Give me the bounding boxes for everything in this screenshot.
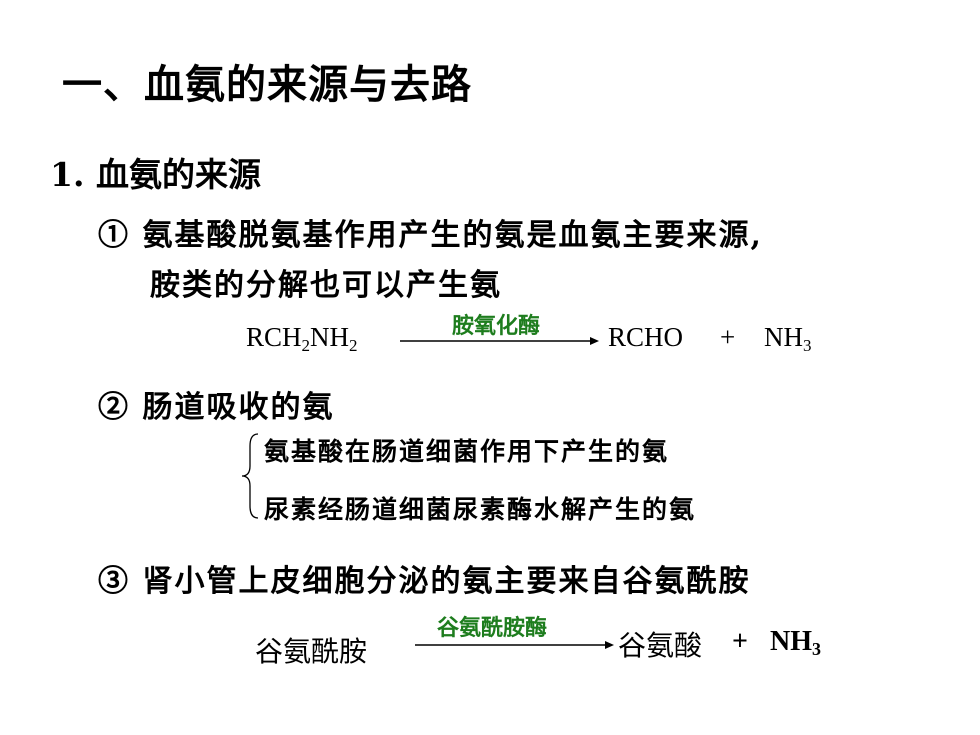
reaction2-product1: 谷氨酸: [618, 629, 703, 662]
item3-line: ③ 肾小管上皮细胞分泌的氨主要来自谷氨酰胺: [98, 556, 750, 600]
item2-sub1: 氨基酸在肠道细菌作用下产生的氨: [264, 437, 670, 466]
item1-line2: 胺类的分解也可以产生氨: [150, 268, 502, 303]
reaction2-enzyme: 谷氨酰胺酶: [437, 616, 548, 641]
reaction1-reactant: RCH2NH2: [246, 322, 358, 355]
page-title: 一、血氨的来源与去路: [62, 61, 472, 108]
reaction2-plus: +: [732, 626, 748, 657]
item1-line1: ① 氨基酸脱氨基作用产生的氨是血氨主要来源,: [98, 210, 763, 254]
reaction2-arrow: [415, 641, 614, 649]
reaction1-product1: RCHO: [608, 322, 684, 352]
item2-marker: ②: [98, 390, 130, 425]
item2-line: ② 肠道吸收的氨: [98, 382, 334, 426]
item1-text: 氨基酸脱氨基作用产生的氨是血氨主要来源,: [142, 218, 763, 253]
item2-sub2: 尿素经肠道细菌尿素酶水解产生的氨: [264, 495, 697, 524]
item2-text: 肠道吸收的氨: [142, 390, 335, 425]
reaction1-product2: NH3: [764, 322, 812, 355]
item3-marker: ③: [98, 564, 130, 599]
item3-text: 肾小管上皮细胞分泌的氨主要来自谷氨酰胺: [142, 564, 751, 599]
reaction1-plus: +: [720, 322, 736, 352]
reaction1-enzyme: 胺氧化酶: [452, 314, 541, 339]
reaction2-product2: NH3: [770, 626, 821, 659]
brace-icon: [241, 433, 259, 519]
item1-marker: ①: [98, 218, 130, 253]
section-heading: 1. 血氨的来源: [50, 155, 261, 194]
reaction1-arrow: [400, 337, 599, 345]
reaction2-reactant: 谷氨酰胺: [255, 635, 368, 668]
